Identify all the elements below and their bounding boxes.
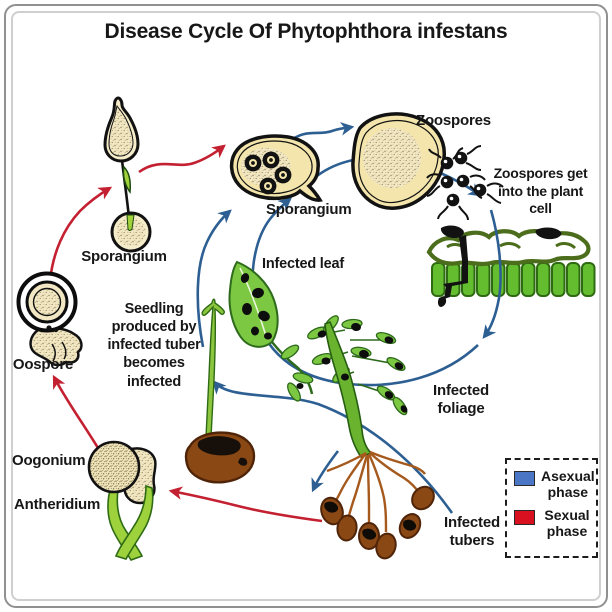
- label-sporangium-left: Sporangium: [81, 248, 167, 265]
- label-antheridium: Antheridium: [14, 496, 101, 513]
- label-infected-foliage: Infected foliage: [433, 382, 489, 417]
- zoospore-blob-right: [535, 227, 562, 240]
- arrow-tubers-to-seedling: [212, 380, 454, 514]
- asexual-phase-label: Asexual phase: [541, 468, 595, 500]
- infected-plant-illustration: [305, 312, 435, 560]
- seedling-tuber-lesion: [197, 436, 241, 456]
- label-oospore: Oospore: [12, 356, 74, 373]
- outer-frame: [4, 4, 608, 608]
- spores-in-sporangium: [244, 151, 292, 195]
- zoospore-bodies: [440, 151, 487, 207]
- legend-item-sexual: Sexual phase: [514, 507, 593, 540]
- label-oogonium: Oogonium: [12, 452, 86, 469]
- arrow-sporangium-to-zoospores: [288, 122, 355, 144]
- oogonium-antheridium-illustration: [87, 440, 157, 561]
- sexual-phase-swatch: [514, 510, 535, 526]
- sexual-phase-label: Sexual phase: [544, 507, 590, 540]
- gametangial-stalks: [107, 484, 154, 561]
- arrow-oospore-to-sporangium: [48, 186, 113, 282]
- sexual-cycle-arrows: [48, 144, 323, 523]
- asexual-phase-swatch: [514, 471, 535, 486]
- leaf-lesions: [240, 273, 304, 389]
- page-title: Disease Cycle Of Phytophthora infestans: [104, 20, 508, 43]
- label-infected-tubers: Infected tubers: [444, 514, 500, 549]
- hyphae-network: [426, 229, 591, 267]
- legend-item-asexual: Asexual phase: [514, 468, 595, 500]
- oospore-illustration: [16, 271, 83, 367]
- arrow-tubers-to-oogonium: [168, 486, 323, 523]
- seedling-illustration: [184, 298, 256, 484]
- foliage-lesions: [317, 322, 408, 413]
- label-zoospores-entry: Zoospores get into the plant cell: [493, 165, 588, 216]
- oogonium-body: [87, 440, 141, 494]
- arrow-cycle-right: [482, 209, 502, 339]
- infected-tubers-illustration: [320, 485, 435, 560]
- arrow-foliage-to-tubers: [311, 450, 340, 493]
- phase-legend: Asexual phase Sexual phase: [505, 458, 598, 558]
- oospore-germ-blob: [29, 326, 83, 367]
- seedling-shoot: [201, 298, 225, 438]
- sporangium-left-illustration: [103, 96, 152, 253]
- zoospore-blob-left: [440, 225, 464, 238]
- sporangium-center-illustration: [229, 134, 323, 202]
- tuber-lesions: [324, 501, 417, 540]
- plant-cell-illustration: [426, 225, 596, 307]
- label-zoospores: Zoospores: [416, 112, 491, 129]
- plant-stem: [324, 320, 373, 458]
- arrow-oogonium-to-oospore: [52, 374, 100, 449]
- plant-cell-row: [431, 262, 596, 297]
- label-seedling-note: Seedling produced by infected tuber beco…: [107, 301, 201, 390]
- label-sporangium-center: Sporangium: [266, 201, 352, 218]
- sporangiophore-leaf: [122, 165, 131, 194]
- penetration-peg: [443, 235, 468, 299]
- infected-leaf-illustration: [228, 260, 315, 404]
- label-infected-leaf: Infected leaf: [261, 256, 344, 272]
- arrow-sporangium-to-sporangium: [138, 144, 226, 174]
- inner-frame: [11, 11, 601, 601]
- arrow-seedling-to-sporangium: [196, 209, 232, 348]
- bursting-sporangium-illustration: [351, 112, 504, 221]
